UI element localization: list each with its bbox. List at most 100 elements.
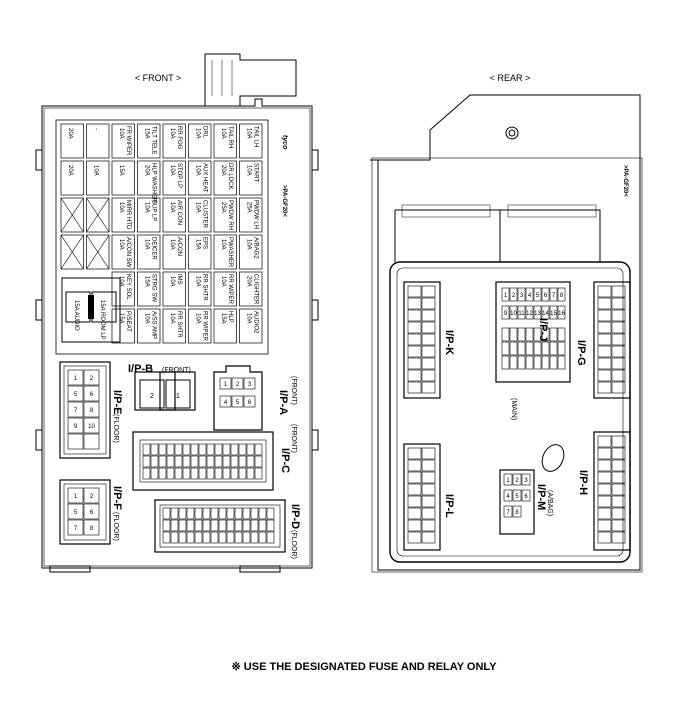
connector-pin: [230, 455, 239, 468]
pin-number: 2: [236, 382, 240, 388]
connector-pin: [174, 467, 183, 480]
connector-pin: [250, 531, 259, 544]
pin-number: 6: [90, 392, 94, 398]
fuse-amp: 10A: [246, 313, 252, 324]
fuse-name: PWASHER: [227, 237, 233, 268]
connector-pin: [258, 531, 267, 544]
connector-pin: [254, 455, 263, 468]
connector-pin: [407, 519, 422, 532]
fuse-name: RR SHTR: [202, 274, 208, 301]
fuse-amp: 10A: [118, 276, 124, 287]
connector-pin: [158, 455, 167, 468]
fuse-slot: [188, 160, 212, 196]
connector-pin: [219, 395, 232, 408]
connector-pin: [250, 507, 259, 520]
connector-pin: [186, 531, 195, 544]
fuse-slot: [188, 123, 212, 159]
fuse-name: DEICER: [151, 237, 157, 260]
connector-pin: [549, 305, 558, 320]
fuse-amp: 10A: [93, 165, 99, 176]
pin-number: 1: [224, 382, 228, 388]
pin-number: 9: [74, 424, 78, 430]
connector-pin: [186, 507, 195, 520]
empty-fuse-slot: [60, 234, 84, 270]
fuse-amp: 10A: [169, 202, 175, 213]
fuse-slot: [162, 308, 186, 344]
connector-pin: [222, 443, 231, 456]
pin-number: 4: [506, 494, 510, 500]
connector-pin: [158, 467, 167, 480]
rear-part-code: >PA-GF20<: [622, 165, 628, 197]
connector-pin: [597, 297, 612, 310]
connector-pin: [549, 327, 558, 342]
fuse-amp: 10A: [220, 239, 226, 250]
connector-pin: [597, 519, 612, 532]
fuse-name: TAIL RH: [227, 126, 233, 148]
pin-number: 7: [74, 408, 78, 414]
connector-pin: [407, 507, 422, 520]
fuse-name: CLIGHTER: [253, 274, 259, 305]
connector-pin: [242, 531, 251, 544]
fuse-amp: 10A: [118, 239, 124, 250]
fuse-name: RR FOG: [176, 126, 182, 150]
fuse-name: RR WIPER: [227, 274, 233, 305]
fuse-slot: [111, 197, 135, 233]
connector-pin: [509, 305, 518, 320]
connector-pin: [597, 309, 612, 322]
connector-pin: [67, 487, 84, 504]
pin-number: 10: [88, 424, 95, 430]
connector-pin: [219, 377, 232, 390]
connector-pin: [407, 447, 422, 460]
pin-number: 3: [524, 478, 528, 484]
fuse-slot: [137, 308, 161, 344]
connector-pin: [182, 455, 191, 468]
connector-pin: [509, 287, 518, 302]
ip-b-pin-2: 2: [150, 393, 154, 400]
fuse-name: EPS: [202, 237, 208, 249]
fuse-slot: [60, 234, 84, 270]
front-heading: < FRONT >: [135, 73, 181, 83]
fuse-slot: [60, 197, 84, 233]
connector-pin: [242, 507, 251, 520]
fuse-name: STOP LP: [176, 163, 182, 188]
connector-pin: [142, 455, 151, 468]
fuse-amp: 10A: [169, 313, 175, 324]
pin-number: 3: [520, 293, 524, 299]
connector-pin: [557, 327, 566, 342]
pin-number: 7: [506, 510, 510, 516]
fuse-name: FR WIPER: [125, 126, 131, 156]
connector-pin: [230, 443, 239, 456]
connector-pin: [421, 447, 436, 460]
connector-pin: [597, 333, 612, 346]
connector-pin: [611, 471, 626, 484]
connector-pin: [611, 507, 626, 520]
fuse-slot: [86, 197, 110, 233]
pin-number: 6: [524, 494, 528, 500]
connector-pin: [549, 341, 558, 356]
connector-pin: [421, 519, 436, 532]
connector-pin: [597, 357, 612, 370]
relay-fuse-audio: 15A AUDIO: [73, 300, 79, 331]
ip-j-label: I/P-J: [537, 318, 549, 341]
connector-pin: [206, 455, 215, 468]
connector-pin: [178, 531, 187, 544]
fuse-amp: 10A: [169, 239, 175, 250]
fuse-slot: [111, 123, 135, 159]
connector-pin: [525, 287, 534, 302]
fuse-amp: 15A: [144, 128, 150, 139]
ip-a-label: I/P-A: [277, 390, 289, 415]
connector-pin: [222, 455, 231, 468]
connector-pin: [512, 473, 522, 486]
connector-pin: [243, 395, 256, 408]
pin-number: 8: [515, 510, 519, 516]
fuse-slot: [239, 123, 263, 159]
connector-pin: [503, 505, 513, 518]
connector-pin: [170, 519, 179, 532]
connector-pin: [509, 327, 518, 342]
ip-h-label: I/P-H: [577, 470, 589, 495]
connector-ip-l: I/P-L: [403, 443, 455, 551]
connector-pin: [150, 443, 159, 456]
connector-pin: [226, 507, 235, 520]
